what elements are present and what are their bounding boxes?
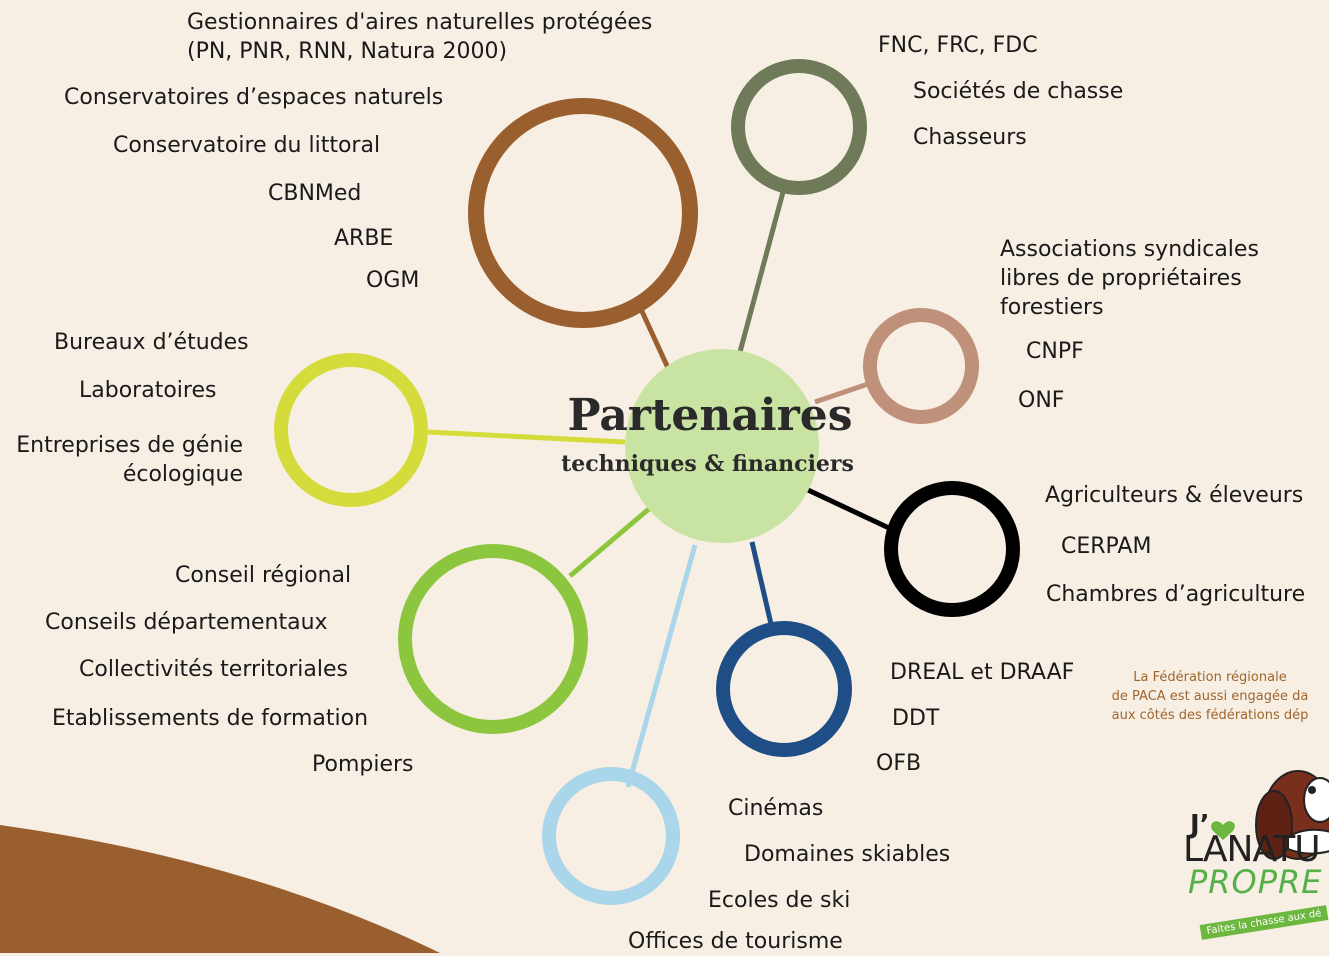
connector-tourism: [625, 544, 698, 788]
logo-text-lanature: LANATU: [1183, 829, 1321, 870]
logo-text-propre: PROPRE: [1188, 863, 1323, 901]
label-ogm: OGM: [366, 268, 420, 293]
label-ddt: DDT: [892, 706, 940, 731]
ring-public-bodies: [398, 544, 588, 734]
label-offices-tourisme: Offices de tourisme: [628, 929, 843, 954]
label-dreal-draaf: DREAL et DRAAF: [890, 660, 1075, 685]
logo-tagline: Faites la chasse aux dé: [1199, 905, 1329, 940]
connector-agriculture: [806, 487, 891, 531]
connector-protected-areas: [637, 305, 671, 370]
dog-mascot-icon: [1211, 770, 1329, 860]
ring-forestry: [863, 308, 979, 424]
label-cbnmed: CBNMed: [268, 181, 362, 206]
ring-hunting: [731, 59, 867, 195]
label-ecoles-ski: Ecoles de ski: [708, 888, 851, 913]
label-fnc-frc-fdc: FNC, FRC, FDC: [878, 33, 1038, 58]
federation-note: La Fédération régionale de PACA est auss…: [1111, 670, 1309, 723]
connector-public-bodies: [568, 506, 652, 578]
center-hub: [625, 349, 819, 543]
ring-agriculture: [884, 481, 1020, 617]
label-chasseurs: Chasseurs: [913, 125, 1027, 150]
ring-tourism: [542, 767, 680, 905]
label-cinemas: Cinémas: [728, 796, 824, 821]
label-conseil-regional: Conseil régional: [175, 563, 352, 588]
connector-hunting: [737, 191, 786, 353]
connector-state-services: [749, 541, 774, 625]
ring-protected-areas: [468, 98, 698, 328]
label-societes-chasse: Sociétés de chasse: [913, 79, 1124, 104]
connector-forestry: [814, 381, 869, 405]
ring-state-services: [716, 621, 852, 757]
label-agriculteurs-eleveurs: Agriculteurs & éleveurs: [1045, 483, 1304, 508]
logo: J’ LANATU PROPRE Faites la chasse aux dé: [1180, 745, 1329, 945]
label-conservatoires-espaces: Conservatoires d’espaces naturels: [64, 85, 444, 110]
label-arbe: ARBE: [334, 226, 394, 251]
center-subtitle: techniques & financiers: [561, 451, 854, 477]
label-laboratoires: Laboratoires: [79, 378, 217, 403]
label-bureaux-etudes: Bureaux d’études: [54, 330, 249, 355]
label-cnpf: CNPF: [1026, 339, 1084, 364]
heart-icon: [1211, 821, 1235, 840]
label-domaines-skiables: Domaines skiables: [744, 842, 951, 867]
label-pompiers: Pompiers: [312, 752, 414, 777]
connector-expertise: [427, 429, 626, 445]
corner-decoration: [0, 825, 440, 953]
label-onf: ONF: [1018, 388, 1065, 413]
center-title: Partenaires: [567, 390, 853, 441]
ring-expertise: [274, 353, 428, 507]
label-entreprises-genie: Entreprises de génie écologique: [16, 433, 243, 487]
label-protected-area-managers: Gestionnaires d'aires naturelles protégé…: [187, 10, 653, 64]
label-cerpam: CERPAM: [1061, 534, 1152, 559]
logo-text-j: J’: [1190, 810, 1210, 840]
label-etablissements-formation: Etablissements de formation: [52, 706, 369, 731]
label-chambres-agriculture: Chambres d’agriculture: [1046, 582, 1306, 607]
label-conseils-departementaux: Conseils départementaux: [45, 610, 328, 635]
label-associations-syndicales: Associations syndicales libres de propri…: [1000, 237, 1259, 320]
label-conservatoire-littoral: Conservatoire du littoral: [113, 133, 381, 158]
label-collectivites-territoriales: Collectivités territoriales: [79, 657, 348, 682]
label-ofb: OFB: [876, 751, 922, 776]
